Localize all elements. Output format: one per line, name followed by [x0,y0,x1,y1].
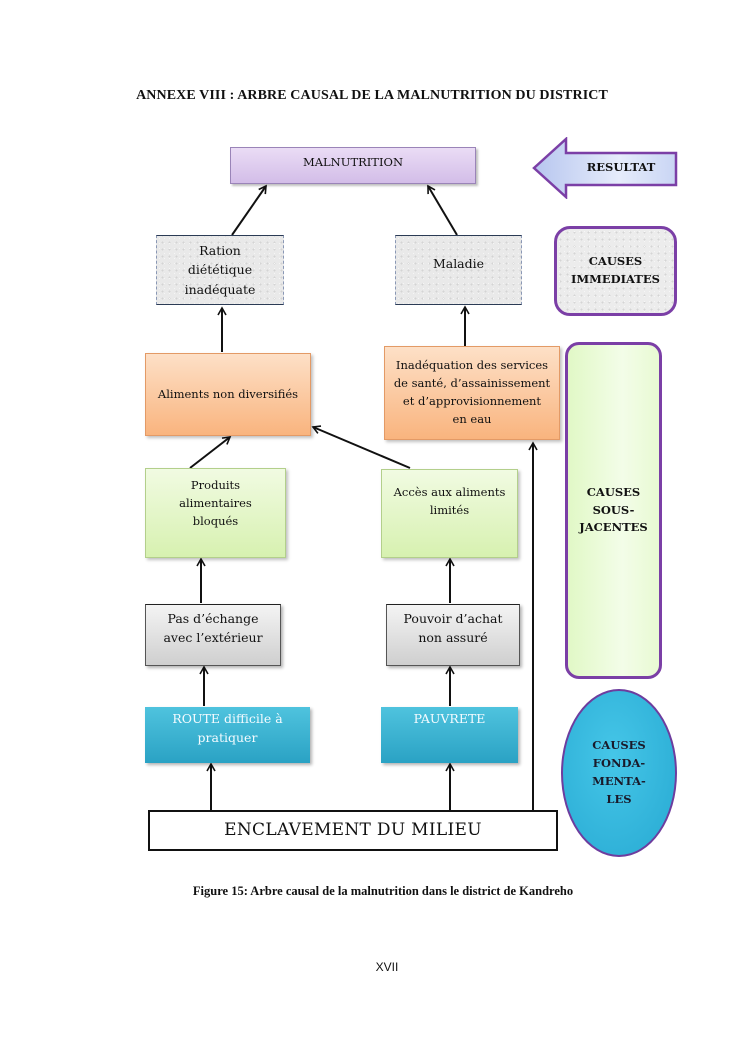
left-arrow-shape-icon [532,136,678,200]
node-pauvrete: PAUVRETE [381,707,518,763]
node-inadequation-line-1: Inadéquation des services [395,358,549,373]
node-ration-dietetique: Ration diététique inadéquate [156,235,284,305]
arrow-ration-to-malnutrition [231,184,267,236]
node-enclavement-label: ENCLAVEMENT DU MILIEU [224,820,482,841]
legend-causes-sous-jacentes: CAUSES SOUS- JACENTES [565,342,662,679]
legend-fonda-line-4: LES [606,791,632,806]
node-inadequation-services: Inadéquation des services de santé, d’as… [384,346,560,440]
node-acces-aliments-limites: Accès aux aliments limités [381,469,518,558]
legend-fonda-line-2: FONDA- [592,756,646,771]
figure-caption: Figure 15: Arbre causal de la malnutriti… [192,884,574,898]
node-produits-line-3: bloqués [192,513,239,528]
page-number: XVII [375,960,399,974]
node-inadequation-line-2: de santé, d’assainissement [393,376,551,391]
node-pas-echange-line-2: avec l’extérieur [163,630,263,646]
node-pauvrete-label: PAUVRETE [413,711,486,726]
node-pas-echange-line-1: Pas d’échange [167,611,259,626]
node-ration-line-1: Ration [199,242,241,258]
node-produits-line-1: Produits [190,478,241,492]
node-acces-line-2: limités [429,502,470,517]
node-inadequation-line-4: en eau [452,411,492,426]
node-maladie: Maladie [395,235,522,305]
legend-causes-fondamentales: CAUSES FONDA- MENTA- LES [561,689,677,857]
arrow-maladie-to-malnutrition [427,184,458,236]
legend-sousjac-line-1: CAUSES [586,484,641,499]
page-heading: ANNEXE VIII : ARBRE CAUSAL DE LA MALNUTR… [136,88,608,103]
node-pouvoir-line-1: Pouvoir d’achat [403,611,503,626]
node-pas-echange: Pas d’échange avec l’extérieur [145,604,281,666]
legend-sousjac-line-2: SOUS- [592,502,635,517]
node-ration-line-3: inadéquate [184,281,256,297]
node-route-difficile: ROUTE difficile à pratiquer [145,707,310,763]
legend-fonda-line-1: CAUSES [592,738,646,753]
node-enclavement-du-milieu: ENCLAVEMENT DU MILIEU [148,810,558,851]
legend-resultat-label: RESULTAT [586,160,656,174]
node-produits-line-2: alimentaires [179,495,252,510]
node-inadequation-line-3: et d’approvisionnement [402,394,542,408]
node-aliments-label: Aliments non diversifiés [157,386,299,401]
node-route-line-2: pratiquer [197,730,258,746]
node-pouvoir-achat: Pouvoir d’achat non assuré [386,604,520,666]
legend-sousjac-line-3: JACENTES [579,520,648,535]
node-acces-line-1: Accès aux aliments [393,485,506,499]
node-produits-bloques: Produits alimentaires bloqués [145,468,286,558]
node-ration-line-2: diététique [187,262,253,278]
node-malnutrition: MALNUTRITION [230,147,476,184]
legend-causes-immediates: CAUSES IMMEDIATES [554,226,677,316]
node-pouvoir-line-2: non assuré [418,630,488,646]
legend-resultat: RESULTAT [532,136,678,200]
node-aliments-non-diversifies: Aliments non diversifiés [145,353,311,436]
arrow-produits-to-aliments [189,436,232,469]
legend-immediates-line-2: IMMEDIATES [571,272,660,286]
legend-immediates-line-1: CAUSES [588,254,643,269]
node-route-line-1: ROUTE difficile à [172,711,283,726]
node-maladie-label: Maladie [432,256,485,271]
legend-fonda-line-3: MENTA- [592,774,646,788]
node-malnutrition-label: MALNUTRITION [302,155,404,169]
